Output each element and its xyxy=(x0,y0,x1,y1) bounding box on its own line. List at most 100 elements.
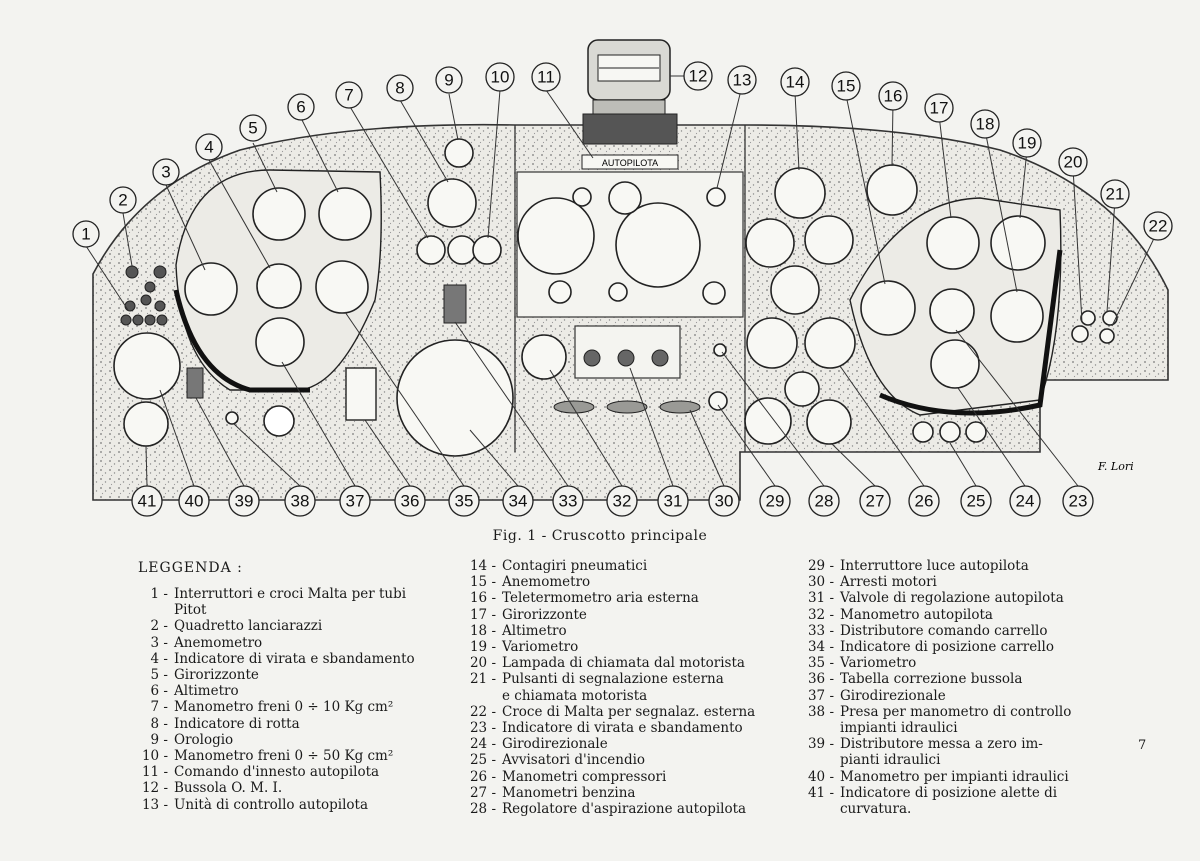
callout-14: 14 xyxy=(786,73,805,92)
legend-item: 17 -Girorizzonte xyxy=(469,606,587,623)
altimeter-2-icon xyxy=(990,215,1046,271)
callout-10: 10 xyxy=(491,68,510,87)
tachometer-3-icon xyxy=(804,215,854,265)
callout-27: 27 xyxy=(866,492,885,511)
hydraulic-reset-icon xyxy=(186,367,204,399)
legend-item: 22 -Croce di Malta per segnalaz. esterna xyxy=(469,703,756,720)
legend-item: 35 -Variometro xyxy=(807,655,917,672)
fuel-gauge-2-icon xyxy=(744,397,792,445)
legend-item: 5 -Girorizzonte xyxy=(150,667,259,684)
callout-11: 11 xyxy=(537,68,555,87)
callout-22: 22 xyxy=(1149,217,1168,236)
callout-1: 1 xyxy=(81,225,90,244)
compass-icon xyxy=(582,39,678,145)
autopilot-manometer-icon xyxy=(521,334,567,380)
callout-38: 38 xyxy=(291,492,310,511)
fuel-gauge-icon xyxy=(784,371,820,407)
compressor-gauge-icon xyxy=(746,317,798,369)
legend-item: 15 -Anemometro xyxy=(469,574,591,591)
legend-item: 2 -Quadretto lanciarazzi xyxy=(150,618,323,635)
callout-37: 37 xyxy=(346,492,365,511)
compressor-gauge-2-icon xyxy=(804,317,856,369)
airspeed-indicator-icon xyxy=(184,262,238,316)
fire-warning-icon xyxy=(912,421,934,443)
legend-item: 39 -Distributore messa a zero im-pianti … xyxy=(807,736,1043,769)
pitot-switches-icon xyxy=(120,265,168,326)
outside-air-thermometer-icon xyxy=(866,164,918,216)
heading-indicator-icon xyxy=(427,178,477,228)
gear-position-icon xyxy=(396,339,514,457)
legend-item: 13 -Unità di controllo autopilota xyxy=(141,796,369,813)
legend-item: 30 -Arresti motori xyxy=(807,574,937,591)
directional-gyro-icon xyxy=(255,317,305,367)
variometer-icon xyxy=(315,260,369,314)
legend-item: 33 -Distributore comando carrello xyxy=(807,622,1048,639)
callout-21: 21 xyxy=(1106,185,1125,204)
brake-gauge-icon xyxy=(447,235,477,265)
legend-item: 7 -Manometro freni 0 ÷ 10 Kg cm² xyxy=(150,699,394,716)
legend-column-2: 14 -Contagiri pneumatici 15 -Anemometro … xyxy=(466,558,766,817)
legend-item: 18 -Altimetro xyxy=(469,622,567,639)
callout-26: 26 xyxy=(915,492,934,511)
legend-item: 12 -Bussola O. M. I. xyxy=(141,780,283,797)
callout-13: 13 xyxy=(733,71,752,90)
callout-15: 15 xyxy=(837,77,856,96)
autopilot-dial-left-icon xyxy=(517,197,595,275)
legend-item: 26 -Manometri compressori xyxy=(469,768,667,785)
callout-32: 32 xyxy=(613,492,632,511)
callout-4: 4 xyxy=(204,138,213,157)
legend-item: 40 -Manometro per impianti idraulici xyxy=(807,768,1069,785)
callout-2: 2 xyxy=(118,191,127,210)
legend-item: 25 -Avvisatori d'incendio xyxy=(469,752,646,769)
turn-slip-indicator-2-icon xyxy=(929,288,975,334)
tachometer-4-icon xyxy=(770,265,820,315)
callout-3: 3 xyxy=(161,163,170,182)
flap-position-icon xyxy=(123,401,169,447)
callout-29: 29 xyxy=(766,492,785,511)
callout-17: 17 xyxy=(930,99,949,118)
legend-item: 23 -Indicatore di virata e sbandamento xyxy=(469,720,743,737)
page-mark: 7 xyxy=(1138,738,1147,753)
callout-41: 41 xyxy=(138,492,157,511)
callout-8: 8 xyxy=(395,79,404,98)
callout-39: 39 xyxy=(235,492,254,511)
tachometer-2-icon xyxy=(745,218,795,268)
autopilot-dial-right-icon xyxy=(615,202,701,288)
legend-item: 11 -Comando d'innesto autopilota xyxy=(141,764,380,781)
callout-12: 12 xyxy=(689,67,708,86)
callout-40: 40 xyxy=(185,492,204,511)
callout-36: 36 xyxy=(401,492,420,511)
legend-item: 34 -Indicatore di posizione carrello xyxy=(807,639,1054,656)
gauges xyxy=(113,138,1118,457)
legend-item: 16 -Teletermometro aria esterna xyxy=(469,590,699,607)
compass-card-icon xyxy=(345,367,377,421)
callout-18: 18 xyxy=(976,115,995,134)
turn-slip-indicator-icon xyxy=(256,263,302,309)
legend-item: 37 -Girodirezionale xyxy=(807,687,946,704)
callout-35: 35 xyxy=(455,492,474,511)
legend-item: 19 -Variometro xyxy=(469,639,579,656)
autopilot-label: AUTOPILOTA xyxy=(602,158,658,168)
brake-gauge-50-icon xyxy=(472,235,502,265)
legend-item: 6 -Altimetro xyxy=(150,683,239,700)
legend-item: 32 -Manometro autopilota xyxy=(807,606,993,623)
legend-item: 36 -Tabella correzione bussola xyxy=(807,671,1023,688)
callout-33: 33 xyxy=(559,492,578,511)
hydraulic-test-port-icon xyxy=(263,405,295,437)
fuel-gauge-3-icon xyxy=(806,399,852,445)
callout-16: 16 xyxy=(884,87,903,106)
legend-title: LEGGENDA : xyxy=(138,560,243,576)
legend-item: 31 -Valvole di regolazione autopilota xyxy=(807,590,1064,607)
hydraulic-gauge-icon xyxy=(113,332,181,400)
legend-item: 3 -Anemometro xyxy=(150,634,263,651)
instrument-panel-diagram: AUTOPILOTA xyxy=(72,39,1173,517)
legend-item: 20 -Lampada di chiamata dal motorista xyxy=(469,655,745,672)
variometer-2-icon xyxy=(990,289,1044,343)
legend-item: 4 -Indicatore di virata e sbandamento xyxy=(150,650,415,667)
legend-item: 10 -Manometro freni 0 ÷ 50 Kg cm² xyxy=(141,748,394,765)
legend-column-3: 29 -Interruttore luce autopilota 30 -Arr… xyxy=(804,558,1104,817)
